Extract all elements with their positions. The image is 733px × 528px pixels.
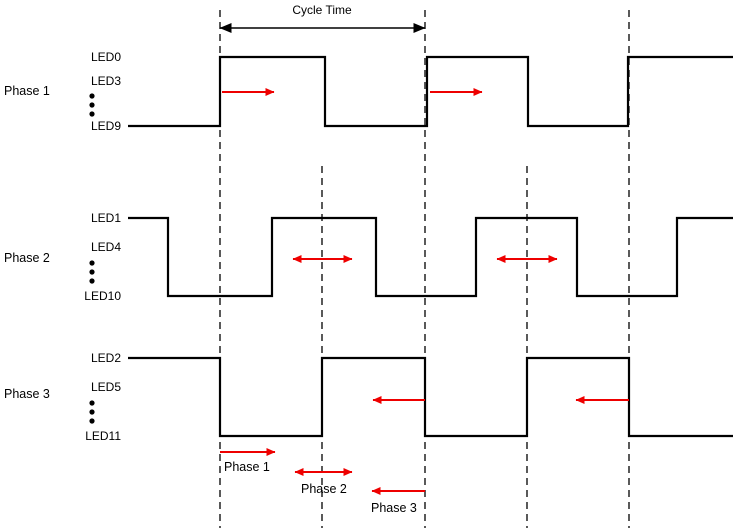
phase-3-led-second: LED5: [91, 380, 121, 394]
phase-2-ellipsis-icon: [89, 260, 95, 284]
phase-1-led-bottom: LED9: [91, 119, 121, 133]
phase-1-waveform: [128, 55, 733, 128]
phase-2-led-bottom: LED10: [84, 289, 121, 303]
phase-2-led-top: LED1: [91, 211, 121, 225]
annotation-phase-2-label: Phase 2: [301, 482, 347, 496]
phase-3-ellipsis-icon: [89, 400, 95, 424]
annotation-phase-3-label: Phase 3: [371, 501, 417, 515]
phase-2-row: Phase 2 LED1 LED4 LED10: [4, 211, 733, 303]
phase-1-ellipsis-icon: [89, 93, 95, 117]
phase-3-waveform: [128, 356, 733, 438]
bottom-annotations: Phase 1 Phase 2 Phase 3: [220, 448, 425, 515]
cycle-time-label: Cycle Time: [292, 3, 352, 17]
cycle-time-measure: Cycle Time: [219, 3, 426, 33]
phase-3-row: Phase 3 LED2 LED5 LED11: [4, 351, 733, 443]
annotation-phase-1: Phase 1: [220, 448, 276, 474]
phase-1-row: Phase 1 LED0 LED3 LED9: [4, 50, 733, 133]
phase-1-led-second: LED3: [91, 74, 121, 88]
phase-1-label: Phase 1: [4, 84, 50, 98]
annotation-phase-2: Phase 2: [294, 468, 353, 496]
phase-1-led-top: LED0: [91, 50, 121, 64]
phase-2-waveform: [128, 216, 733, 298]
phase-2-label: Phase 2: [4, 251, 50, 265]
phase-2-led-second: LED4: [91, 240, 121, 254]
annotation-phase-3: Phase 3: [371, 487, 425, 515]
phase-3-label: Phase 3: [4, 387, 50, 401]
annotation-phase-1-label: Phase 1: [224, 460, 270, 474]
guide-lines: [219, 10, 630, 528]
phase-3-led-top: LED2: [91, 351, 121, 365]
phase-3-led-bottom: LED11: [85, 429, 121, 443]
